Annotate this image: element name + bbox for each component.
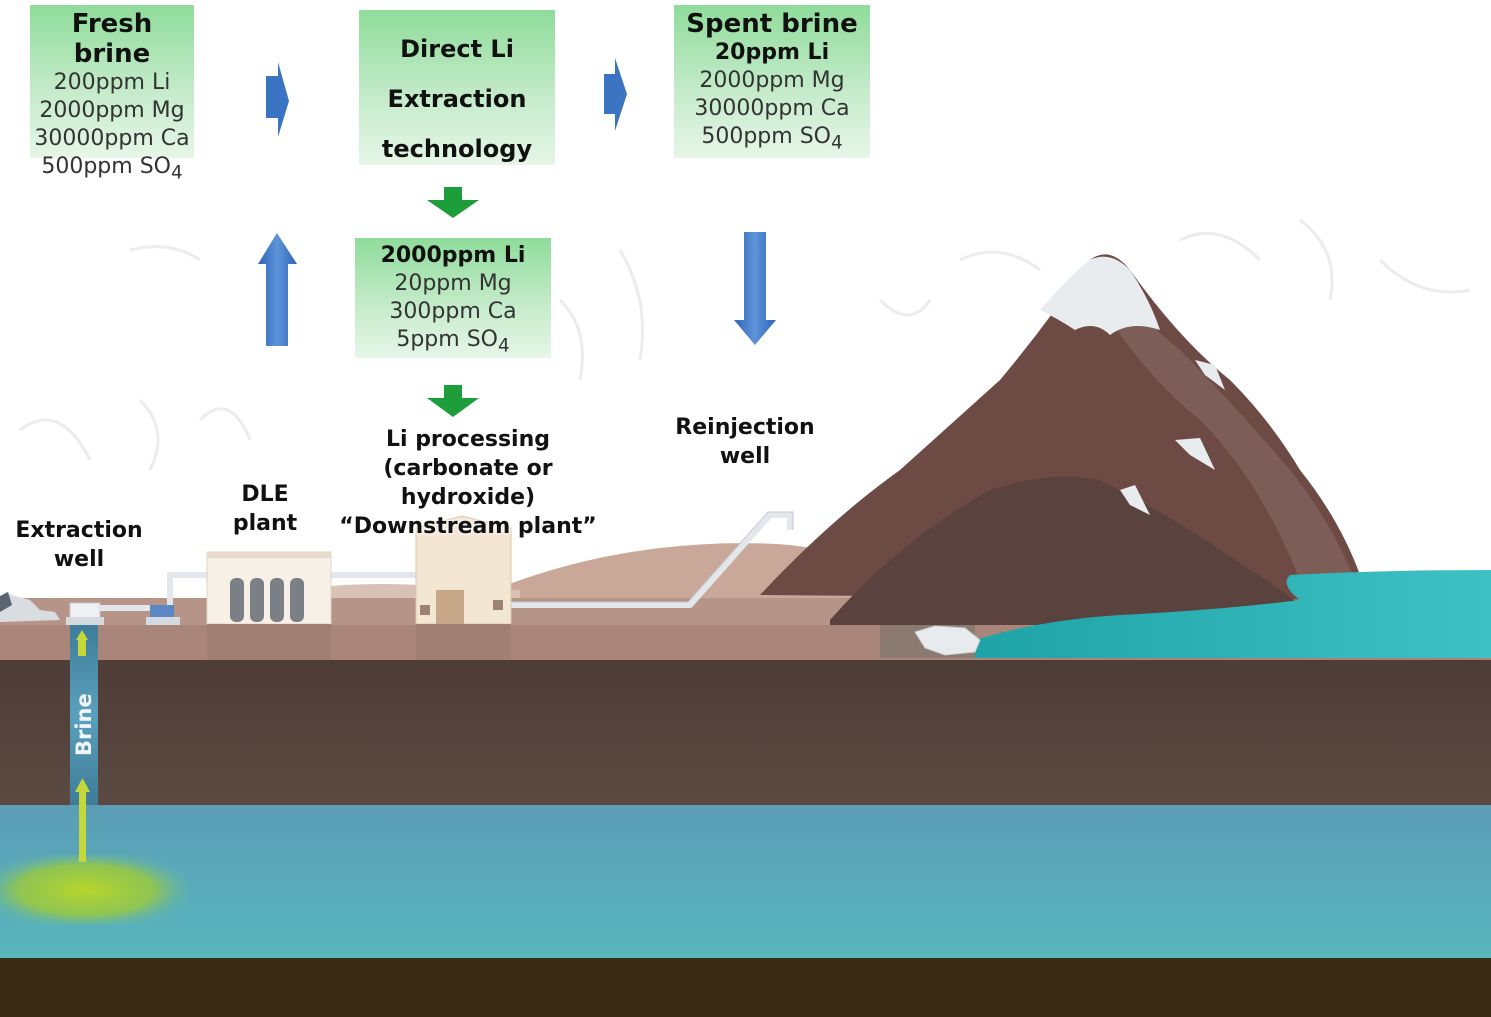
brine-pump	[146, 605, 180, 625]
extraction-well-label-line-2: well	[53, 547, 105, 572]
flow-arrow-up	[258, 233, 297, 346]
extraction-well-label-line-1: Extraction	[15, 518, 143, 543]
lake	[975, 570, 1491, 658]
flow-arrow-green-1	[427, 187, 479, 218]
fresh-li: 200ppm Li	[53, 70, 171, 95]
fresh-ca: 30000ppm Ca	[34, 126, 190, 151]
concentrate-li: 2000ppm Li	[380, 243, 526, 268]
spent-brine-box: Spent brine 20ppm Li 2000ppm Mg 30000ppm…	[674, 5, 870, 158]
background-sketch	[19, 218, 1471, 471]
concentrate-so4: 5ppm SO	[396, 327, 498, 352]
fresh-mg: 2000ppm Mg	[39, 98, 185, 123]
li-processing-label-line-2: (carbonate or hydroxide)	[383, 456, 553, 510]
concentrate-box: 2000ppm Li 20ppm Mg 300ppm Ca 5ppm SO4	[355, 238, 551, 358]
spent-mg: 2000ppm Mg	[699, 68, 845, 93]
reinjection-well-label-line-1: Reinjection	[675, 415, 815, 440]
dle-plant-label-line-1: DLE	[241, 482, 289, 507]
spent-so4: 500ppm SO	[701, 124, 831, 149]
aquifer-layer	[0, 805, 1491, 958]
flow-arrow-right-1	[266, 62, 289, 137]
pipes-outline	[510, 511, 794, 603]
dle-technology-box: Direct Li Extraction technology	[359, 10, 555, 165]
li-processing-label-line-1: Li processing	[385, 427, 551, 452]
well-pipe	[70, 625, 98, 862]
extraction-well-label: Extraction well	[8, 516, 150, 574]
fresh-brine-box: Fresh brine 200ppm Li 2000ppm Mg 30000pp…	[30, 5, 194, 183]
concentrate-mg: 20ppm Mg	[394, 271, 512, 296]
subscript-4: 4	[830, 132, 843, 154]
spent-li: 20ppm Li	[714, 40, 830, 65]
downstream-plant-building	[415, 515, 512, 660]
dle-line-2: Extraction	[387, 85, 527, 113]
fresh-brine-title: Fresh brine	[71, 9, 153, 69]
fresh-so4: 500ppm SO	[41, 154, 171, 179]
pipes	[100, 512, 793, 611]
bedrock-layer	[0, 958, 1491, 1017]
flow-arrow-down	[734, 232, 776, 345]
reinjection-well-label: Reinjection well	[670, 413, 820, 471]
shore-rocks	[914, 625, 981, 656]
dle-line-1: Direct Li	[400, 35, 514, 63]
li-processing-label-line-3: “Downstream plant”	[339, 514, 597, 539]
li-processing-label: Li processing (carbonate or hydroxide) “…	[318, 425, 618, 541]
subscript-4: 4	[170, 162, 183, 184]
brine-label: Brine	[72, 693, 96, 756]
reinjection-well-label-line-2: well	[719, 444, 771, 469]
dle-plant-building	[206, 551, 332, 660]
fresh-so4-row: 500ppm SO4	[30, 153, 194, 187]
left-rocks	[0, 592, 60, 622]
concentrate-so4-row: 5ppm SO4	[355, 326, 551, 360]
mountain	[760, 254, 1360, 625]
extraction-wellhead	[66, 602, 104, 625]
dle-line-3: technology	[381, 135, 533, 163]
subscript-4: 4	[497, 335, 510, 357]
spent-brine-title: Spent brine	[686, 9, 858, 39]
dle-plant-label: DLE plant	[215, 480, 315, 538]
spent-ca: 30000ppm Ca	[694, 96, 850, 121]
aquifer-glow	[0, 855, 190, 925]
flow-arrow-green-2	[427, 385, 479, 417]
dle-plant-label-line-2: plant	[232, 511, 298, 536]
concentrate-ca: 300ppm Ca	[389, 299, 517, 324]
spent-so4-row: 500ppm SO4	[674, 123, 870, 157]
ground-layer	[0, 660, 1491, 805]
flow-arrow-right-2	[604, 58, 627, 131]
